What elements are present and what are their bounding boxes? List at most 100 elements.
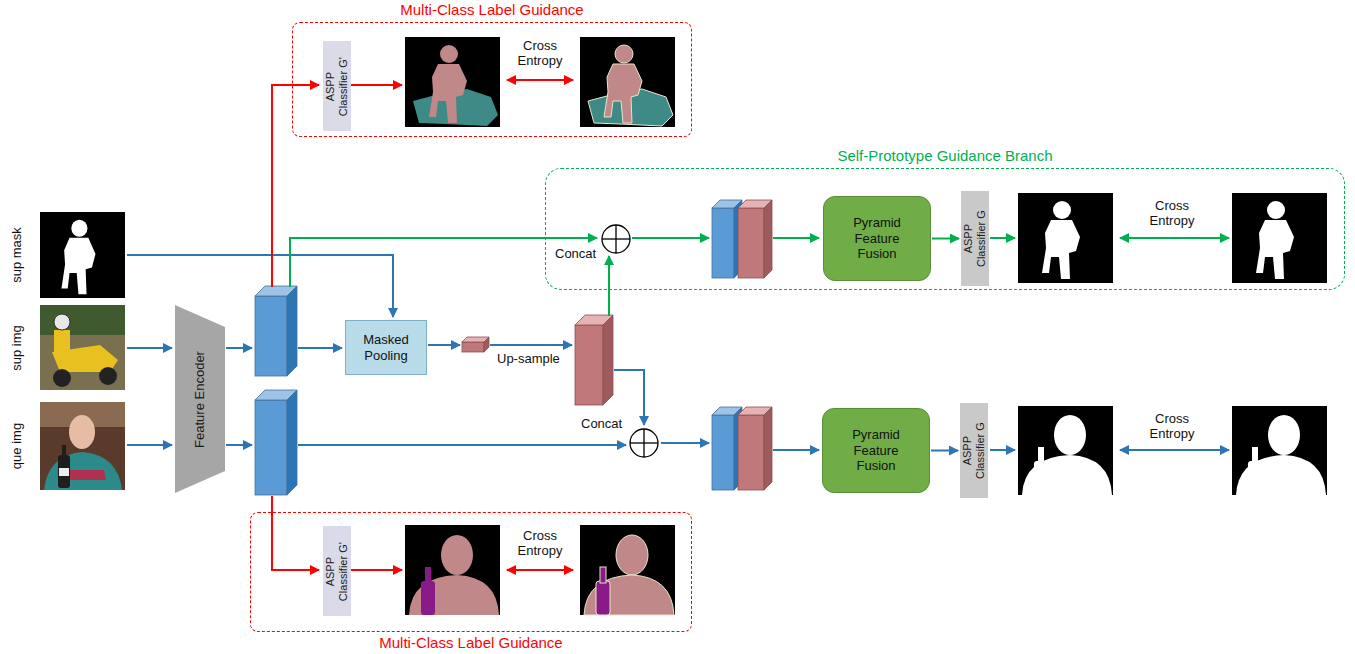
query-feature-block — [255, 400, 287, 495]
blue-wire — [127, 255, 1229, 450]
green-wire — [1120, 237, 1229, 239]
classifier-box: ASPP Classifier G' — [323, 526, 351, 616]
concat-symbol — [602, 225, 630, 253]
multiclass-prediction-mask — [405, 525, 500, 615]
concat-node: Concat — [629, 428, 659, 458]
query-photo — [59, 468, 69, 476]
blue-wire — [1120, 449, 1229, 451]
support-feature-block — [255, 286, 297, 376]
support-photo — [40, 305, 125, 335]
region-title: Self-Prototype Guidance Branch — [546, 147, 1344, 165]
region-title: Multi-Class Label Guidance — [251, 634, 691, 652]
multiclass-prediction-mask — [405, 37, 500, 127]
support-feature-block — [287, 286, 297, 376]
label-anchor: Cross Entropy — [1140, 411, 1204, 441]
prototype-vector-block — [462, 342, 484, 352]
green-wire — [608, 256, 610, 316]
concat-symbol — [630, 429, 658, 457]
query-ground-truth-mask — [1248, 447, 1262, 495]
red-wire — [272, 496, 319, 570]
multiclass-ground-truth-mask — [596, 567, 610, 615]
box-label: Pyramid Feature Fusion — [840, 215, 914, 262]
multiclass-ground-truth-mask — [580, 525, 675, 615]
label-anchor: Cross Entropy — [508, 38, 572, 68]
input-label: sup img — [9, 325, 24, 371]
blue-wire — [127, 255, 393, 317]
multiclass-ground-truth-mask — [580, 37, 675, 127]
box-label: Pyramid Feature Fusion — [839, 427, 913, 474]
query-photo — [58, 455, 70, 488]
label-anchor: Up-sample — [497, 351, 560, 366]
query-photo — [69, 415, 95, 449]
support-ground-truth-mask — [1232, 193, 1327, 283]
query-prediction-mask — [1022, 415, 1112, 495]
concat-feature-pair — [712, 407, 772, 490]
classifier-box: ASPP Classifier G — [960, 403, 988, 498]
red-wire — [272, 80, 573, 570]
concat-feature-pair — [738, 208, 764, 278]
flow-arrow — [932, 238, 959, 240]
support-ground-truth-mask — [1256, 201, 1294, 279]
query-photo — [40, 402, 125, 490]
blue-wire — [127, 347, 172, 349]
concat-feature-pair — [712, 415, 734, 490]
support-prediction-mask — [1018, 193, 1113, 283]
flow-arrow — [931, 450, 958, 452]
guidance-region: Multi-Class Label GuidanceASPP Classifie… — [250, 512, 692, 632]
loss-label: Cross Entropy — [1140, 411, 1204, 441]
blue-wire — [127, 444, 172, 446]
rotated-label: ASPP Classifier G' — [324, 53, 349, 119]
support-photo — [40, 305, 125, 390]
classifier-box: ASPP Classifier G' — [323, 41, 351, 131]
region-title: Multi-Class Label Guidance — [293, 1, 691, 19]
concat-feature-pair — [712, 208, 734, 278]
query-prediction-mask — [1018, 406, 1113, 495]
multiclass-ground-truth-mask — [580, 525, 675, 615]
query-photo — [69, 418, 95, 428]
encoder-trapezoid: Feature Encoder — [175, 305, 225, 493]
query-photo — [44, 452, 122, 490]
concat-feature-pair — [738, 415, 764, 490]
support-photo — [53, 369, 71, 387]
blue-wire — [773, 449, 819, 451]
guidance-region: Self-Prototype Guidance BranchConcatPyra… — [545, 168, 1345, 290]
query-ground-truth-mask — [1232, 406, 1327, 495]
concat-feature-pair — [764, 407, 772, 490]
prototype-vector-block — [484, 337, 489, 352]
blue-wire — [990, 449, 1015, 451]
classifier-box: ASPP Classifier G — [961, 191, 989, 286]
input-label: sup mask — [9, 227, 24, 283]
support-prediction-mask — [1018, 193, 1113, 283]
green-wire — [290, 238, 597, 287]
multiclass-ground-truth-mask — [604, 45, 642, 123]
concat-feature-pair — [764, 200, 772, 278]
support-prediction-mask — [1042, 201, 1080, 279]
rotated-label: ASPP Classifier G — [962, 206, 987, 272]
operation-label: Up-sample — [497, 351, 560, 366]
support-mask-image — [40, 212, 125, 298]
blue-wire — [428, 344, 460, 346]
upsampled-prototype-block — [575, 325, 603, 405]
rotated-label: ASPP Classifier G — [961, 418, 986, 484]
concat-feature-pair — [712, 200, 772, 278]
red-wire — [507, 79, 573, 81]
concat-symbol — [629, 428, 659, 458]
concat-label: Concat — [581, 416, 622, 431]
red-wire — [507, 569, 573, 571]
green-wire — [773, 237, 819, 239]
concat-symbol — [615, 225, 616, 253]
concat-node: Concat — [601, 224, 631, 254]
query-feature-block — [255, 390, 297, 495]
support-mask-image — [40, 212, 125, 298]
guidance-region: Multi-Class Label GuidanceASPP Classifie… — [292, 22, 692, 137]
green-wire — [990, 237, 1015, 239]
support-photo — [54, 314, 70, 330]
support-mask-image — [61, 220, 95, 294]
loss-label: Cross Entropy — [1140, 198, 1204, 228]
rotated-label: Feature Encoder — [193, 314, 208, 484]
loss-label: Cross Entropy — [508, 528, 572, 558]
concat-label: Concat — [555, 246, 596, 261]
query-photo — [40, 402, 125, 490]
fusion-box: Pyramid Feature Fusion — [823, 196, 931, 281]
